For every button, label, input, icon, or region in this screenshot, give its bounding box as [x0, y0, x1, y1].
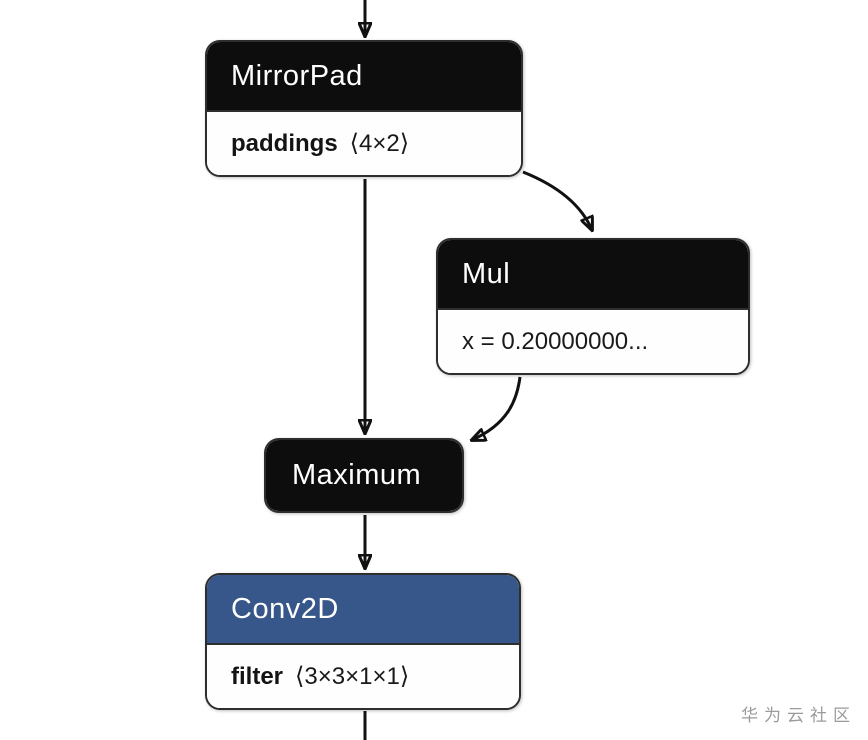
node-mul-body: x = 0.20000000...: [438, 308, 748, 373]
node-mirrorpad-header: MirrorPad: [207, 42, 521, 110]
node-conv2d-title: Conv2D: [231, 592, 339, 625]
attribute-text: x = 0.20000000...: [462, 327, 649, 355]
node-mul-title: Mul: [462, 257, 511, 290]
attribute-name: paddings: [231, 129, 338, 157]
attribute-value: ⟨3×3×1×1⟩: [295, 663, 410, 690]
node-mul-header: Mul: [438, 240, 748, 308]
node-conv2d-body: filter ⟨3×3×1×1⟩: [207, 643, 519, 708]
attribute-name: filter: [231, 662, 284, 690]
watermark-text: 华为云社区: [741, 706, 856, 725]
node-maximum-header: Maximum: [266, 440, 462, 511]
node-conv2d[interactable]: Conv2D filter ⟨3×3×1×1⟩: [205, 573, 521, 710]
node-mirrorpad-title: MirrorPad: [231, 59, 363, 92]
node-maximum-title: Maximum: [292, 459, 422, 491]
node-mirrorpad[interactable]: MirrorPad paddings ⟨4×2⟩: [205, 40, 523, 177]
node-mirrorpad-body: paddings ⟨4×2⟩: [207, 110, 521, 175]
attribute-value: ⟨4×2⟩: [349, 130, 410, 157]
node-conv2d-header: Conv2D: [207, 575, 519, 643]
edge-mirrorpad-to-mul: [522, 170, 592, 230]
node-maximum[interactable]: Maximum: [264, 438, 464, 513]
node-mul[interactable]: Mul x = 0.20000000...: [436, 238, 750, 375]
edge-mul-to-maximum: [472, 376, 522, 440]
